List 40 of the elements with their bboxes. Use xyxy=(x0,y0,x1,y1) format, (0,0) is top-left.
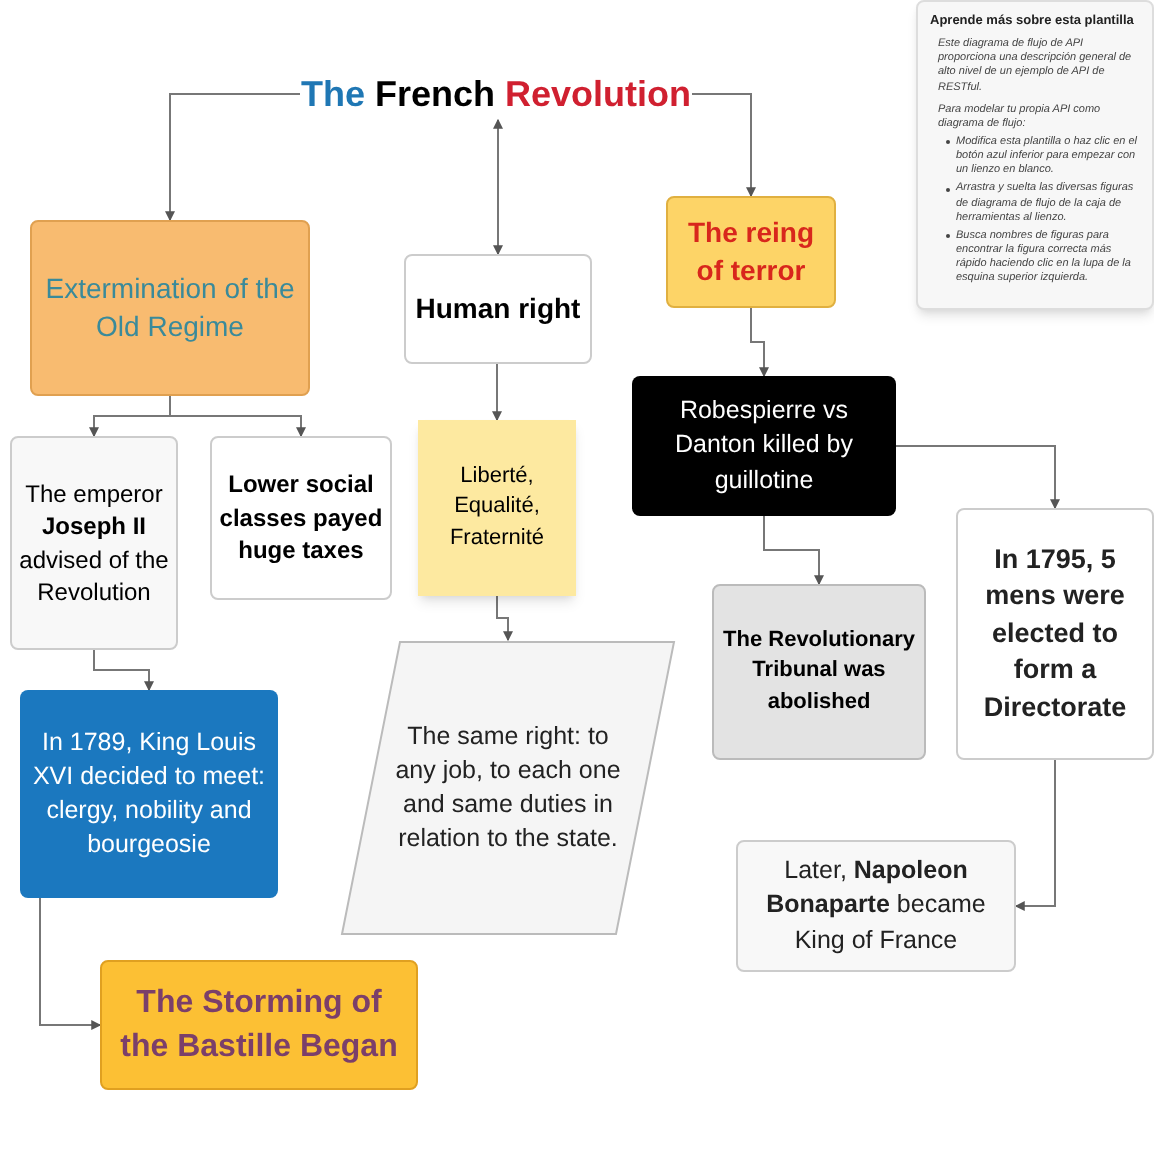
node-text: The same right: to any job, to each one and same duties in relation to the state. xyxy=(393,719,623,857)
process-box xyxy=(956,508,1154,760)
node-text: The emperor Joseph II advised of the Revolution xyxy=(17,477,171,609)
sticky-note xyxy=(418,420,576,596)
topic-box xyxy=(666,196,836,308)
process-box xyxy=(10,436,178,650)
node-text: In 1795, 5 mens were elected to form a Directorate xyxy=(981,541,1129,726)
topic-box xyxy=(404,254,592,364)
process-box xyxy=(20,690,278,898)
node-text: Lower social classes payed huge taxes xyxy=(217,468,385,568)
node-text: In 1789, King Louis XVI decided to meet: clergy, nobility and bourgeosie xyxy=(30,725,268,863)
note-panel xyxy=(916,0,1154,310)
connector-arrow xyxy=(165,93,301,222)
node-text: The Revolutionary Tribunal was abolished xyxy=(721,626,917,718)
connector-arrow xyxy=(39,897,102,1030)
connector-arrow xyxy=(496,595,513,642)
process-box xyxy=(210,436,392,600)
node-text: Human right xyxy=(413,289,583,328)
process-box xyxy=(736,840,1016,972)
connector-arrow xyxy=(750,307,769,378)
connector-arrow xyxy=(895,445,1060,510)
connector-arrow xyxy=(492,363,502,422)
connector-arrow xyxy=(1014,759,1056,911)
process-box xyxy=(632,376,896,516)
node-text: Later, Napoleon Bonaparte became King of France xyxy=(764,854,988,958)
node-text: Liberté, Equalité, Fraternité xyxy=(447,462,547,554)
process-box xyxy=(712,584,926,760)
connector-arrow xyxy=(169,395,306,438)
topic-box xyxy=(30,220,310,396)
connector-arrow xyxy=(93,649,154,692)
node-text: Robespierre vs Danton killed by guillotine xyxy=(673,394,855,498)
title-text: The French Revolution xyxy=(300,71,692,117)
node-text: The Storming of the Bastille Began xyxy=(118,983,400,1067)
node-text: Extermination of the Old Regime xyxy=(43,269,297,346)
node-text: The reing of terror xyxy=(685,213,816,290)
terminal-box xyxy=(100,960,418,1090)
connector-arrow xyxy=(763,515,824,586)
connector-arrow xyxy=(691,93,756,198)
parallelogram xyxy=(340,640,676,936)
connector-arrow xyxy=(493,118,503,256)
